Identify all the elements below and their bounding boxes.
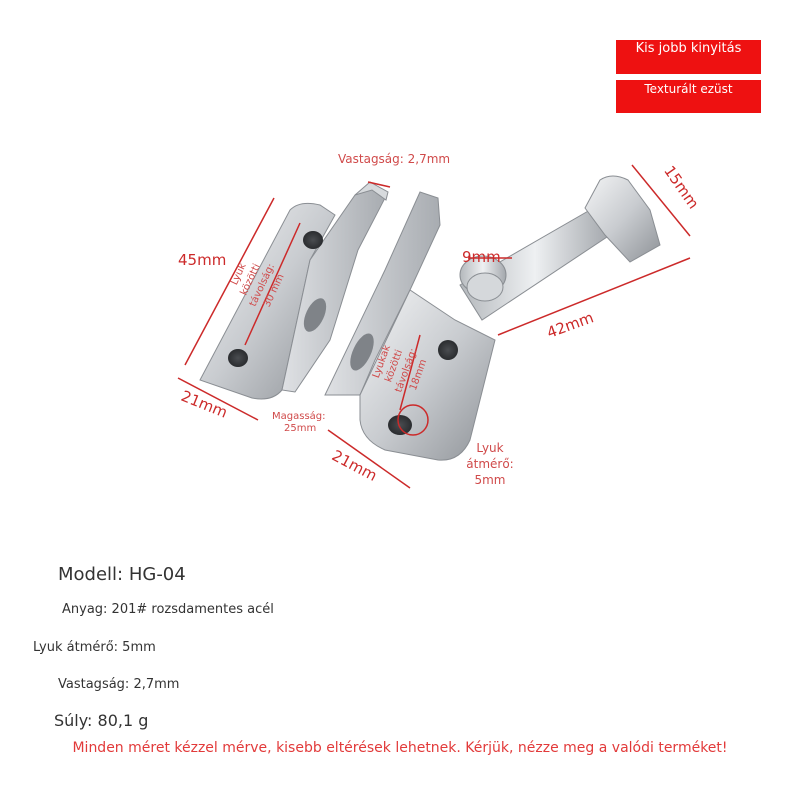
hole-diameter-line1: Lyuk (476, 441, 503, 455)
open-direction-badge: Kis jobb kinyitás (616, 40, 761, 74)
spec-thickness: Vastagság: 2,7mm (58, 677, 180, 692)
open-direction-label: Kis jobb kinyitás (635, 41, 742, 56)
width-21-bottom-label: 21mm (329, 446, 380, 485)
finish-label: Texturált ezüst (644, 82, 733, 96)
left-bracket (199, 181, 389, 400)
right-upper-hole-icon (438, 340, 458, 360)
spec-weight: Súly: 80,1 g (54, 711, 149, 730)
finish-badge: Texturált ezüst (616, 80, 761, 113)
latch-product-image: Vastagság: 2,7mm 45mm Lyuk közötti távol… (177, 152, 703, 489)
hole-diameter-line3: 5mm (474, 473, 505, 487)
latch-bar (459, 175, 661, 321)
left-upper-hole-icon (303, 231, 323, 249)
measurement-disclaimer: Minden méret kézzel mérve, kisebb eltéré… (72, 740, 728, 756)
right-bracket (324, 191, 496, 461)
spec-model: Modell: HG-04 (58, 564, 186, 585)
height-25-line2: 25mm (284, 423, 316, 434)
height-25-line1: Magasság: (272, 410, 326, 422)
spec-hole-diameter: Lyuk átmérő: 5mm (33, 640, 156, 655)
pin-9-label: 9mm (462, 248, 501, 266)
hole-diameter-line2: átmérő: (466, 457, 513, 471)
hook-15-label: 15mm (660, 162, 702, 212)
spec-material: Anyag: 201# rozsdamentes acél (62, 602, 274, 617)
thickness-dim-label: Vastagság: 2,7mm (338, 152, 450, 166)
right-lower-hole-icon (388, 415, 412, 435)
height-45-label: 45mm (178, 251, 226, 269)
left-lower-hole-icon (228, 349, 248, 367)
